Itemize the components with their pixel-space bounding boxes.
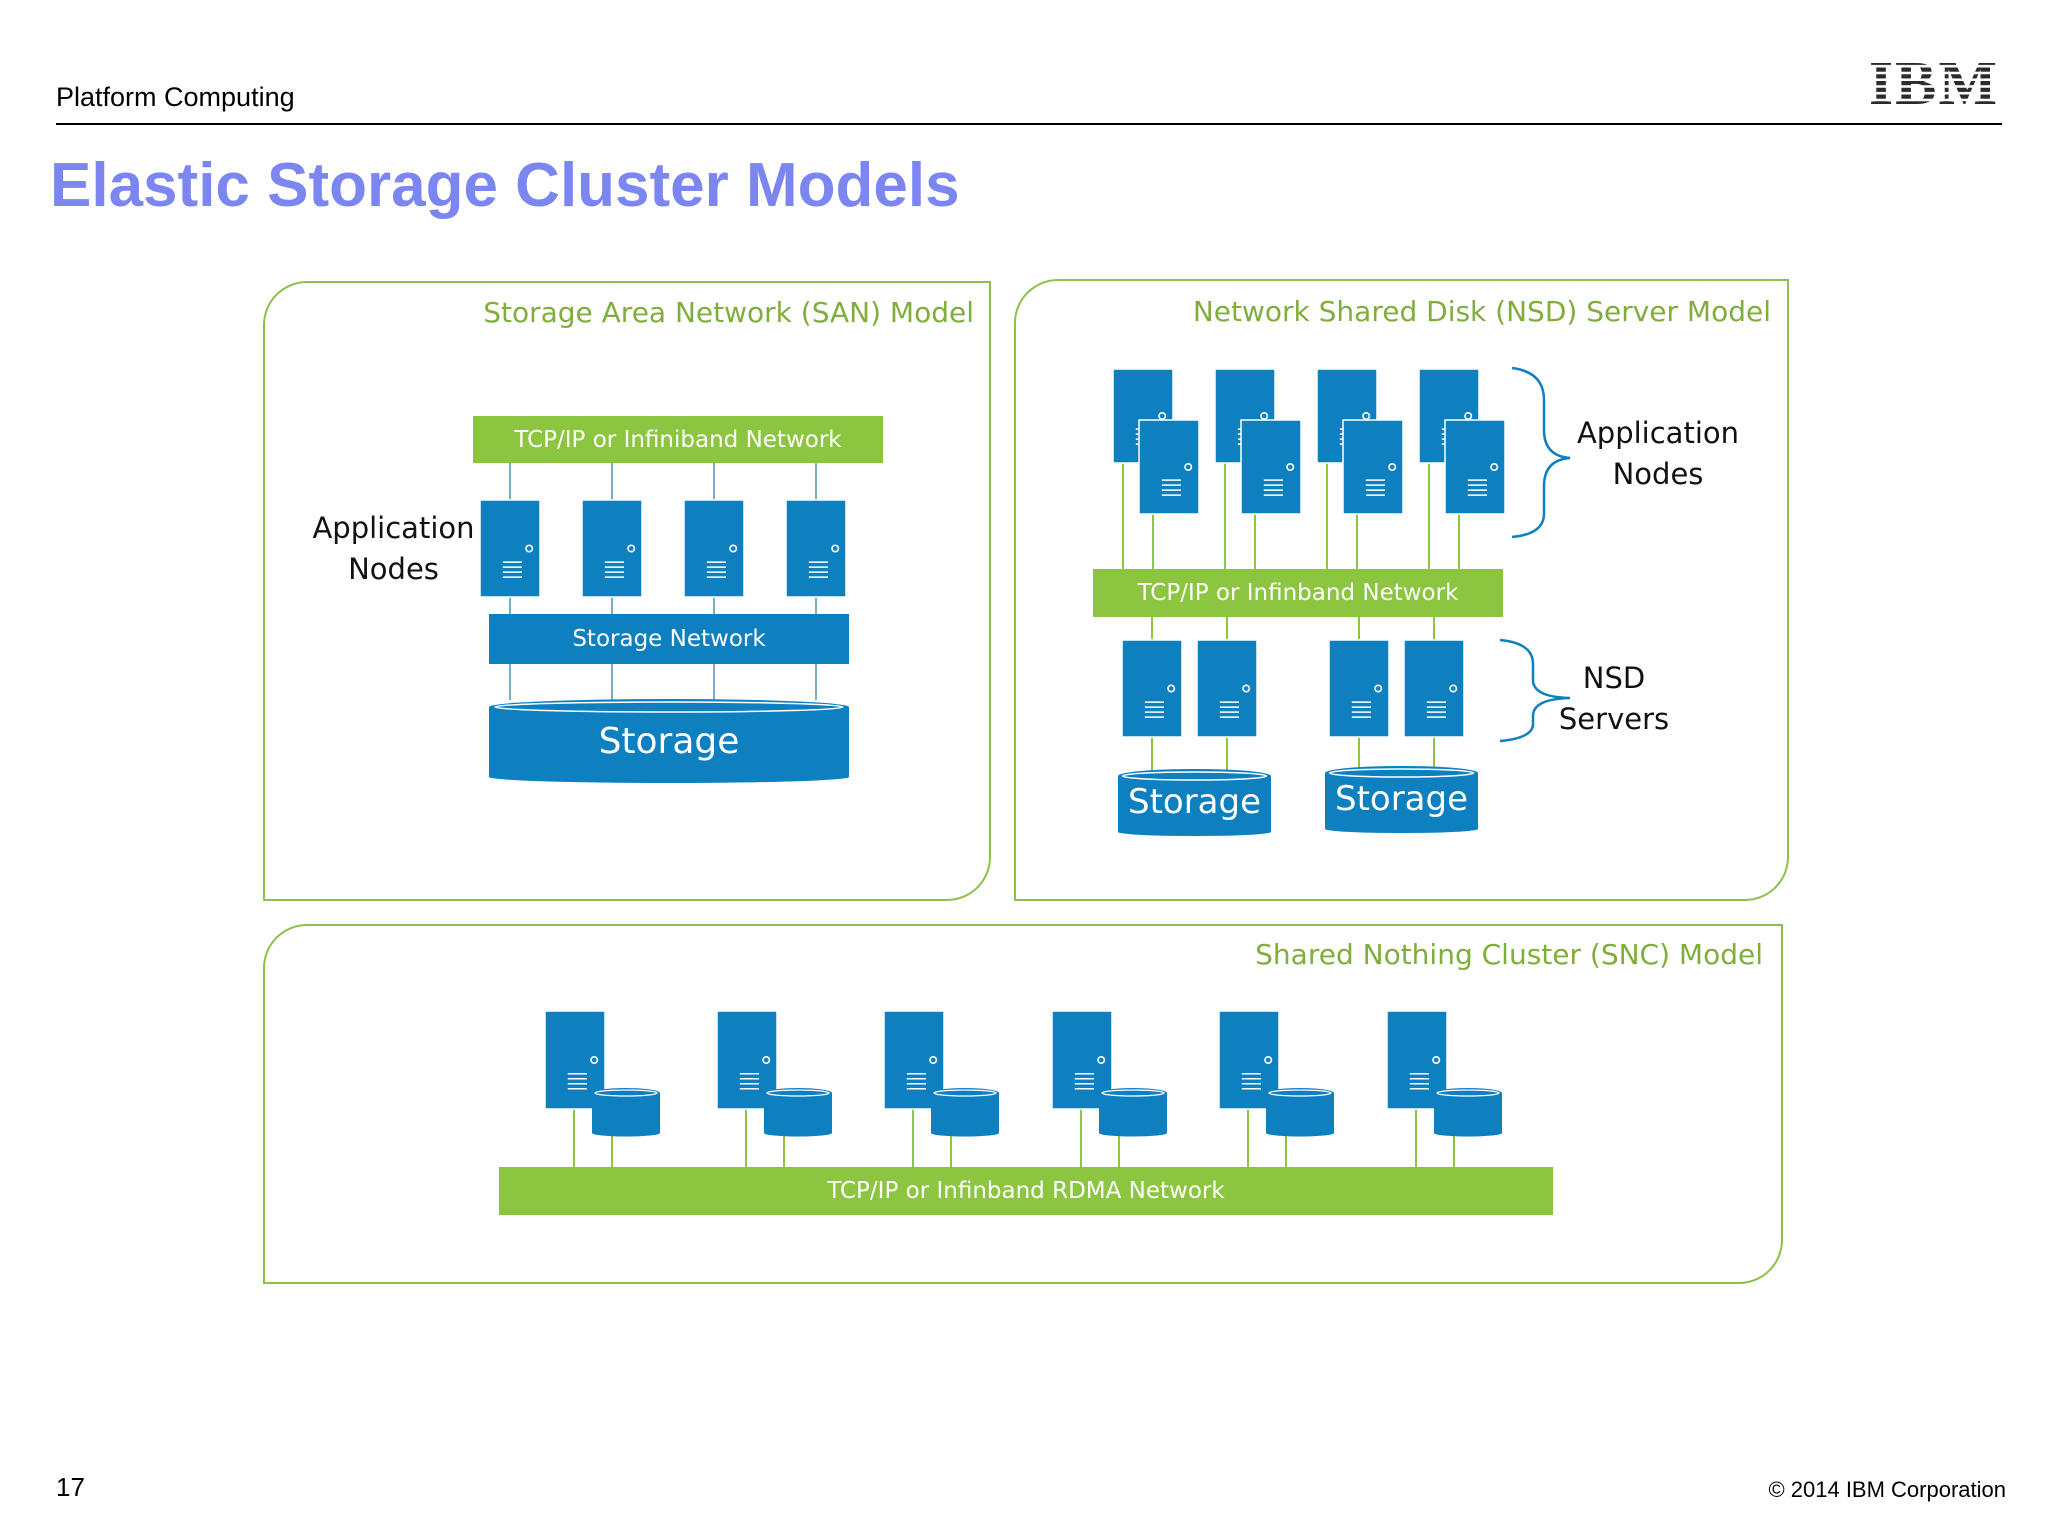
snc-disk-icon bbox=[931, 1088, 999, 1137]
san-server-icon bbox=[581, 499, 643, 598]
san-panel bbox=[263, 281, 991, 901]
san-panel-title: Storage Area Network (SAN) Model bbox=[483, 296, 974, 329]
nsd-nodes-label: Application Nodes bbox=[1576, 416, 1740, 491]
san-server-icon bbox=[683, 499, 745, 598]
san-application-nodes bbox=[479, 499, 847, 598]
nsd-panel-title: Network Shared Disk (NSD) Server Model bbox=[1192, 295, 1771, 328]
nsd-app-bracket bbox=[1511, 366, 1571, 539]
section-label: Platform Computing bbox=[56, 82, 295, 112]
snc-connectors bbox=[573, 1108, 1455, 1167]
nsd-connectors bbox=[1122, 462, 1460, 770]
snc-disk-icon bbox=[1434, 1088, 1502, 1137]
nsd-app-server-front-icon bbox=[1240, 419, 1302, 515]
nsd-server-icon bbox=[1328, 639, 1390, 738]
nsd-server-nodes bbox=[1121, 639, 1465, 738]
snc-disk-icon bbox=[764, 1088, 832, 1137]
page-title: Elastic Storage Cluster Models bbox=[50, 151, 960, 220]
nsd-server-icon bbox=[1196, 639, 1258, 738]
snc-disk-icon bbox=[592, 1088, 660, 1137]
san-nodes-label: Application Nodes bbox=[312, 511, 475, 586]
san-server-icon bbox=[479, 499, 541, 598]
nsd-server-icon bbox=[1403, 639, 1465, 738]
nsd-storage-right: Storage bbox=[1325, 765, 1478, 833]
ibm-logo: IBM bbox=[1869, 54, 1999, 108]
snc-panel bbox=[263, 924, 1783, 1284]
page-number: 17 bbox=[56, 1472, 85, 1502]
nsd-server-icon bbox=[1121, 639, 1183, 738]
snc-rdma-network: TCP/IP or Infinband RDMA Network bbox=[499, 1167, 1553, 1215]
san-storage-cylinder: Storage bbox=[489, 697, 849, 783]
nsd-application-nodes bbox=[1112, 368, 1506, 515]
snc-disk-icon bbox=[1266, 1088, 1334, 1137]
nsd-storage-left: Storage bbox=[1118, 768, 1271, 836]
nsd-app-server-front-icon bbox=[1342, 419, 1404, 515]
nsd-app-server-front-icon bbox=[1138, 419, 1200, 515]
nsd-server-bracket bbox=[1499, 638, 1571, 743]
san-server-icon bbox=[785, 499, 847, 598]
nsd-panel bbox=[1014, 279, 1789, 901]
nsd-storage-left-label: Storage bbox=[1127, 782, 1262, 822]
san-storage-network: Storage Network bbox=[489, 614, 849, 664]
ibm-logo-text: IBM bbox=[1869, 54, 1999, 108]
snc-disk-icon bbox=[1099, 1088, 1167, 1137]
san-tcp-network: TCP/IP or Infiniband Network bbox=[473, 416, 883, 463]
header-rule bbox=[56, 123, 2002, 125]
nsd-tcp-network: TCP/IP or Infinband Network bbox=[1093, 569, 1503, 617]
nsd-app-server-front-icon bbox=[1444, 419, 1506, 515]
snc-nodes bbox=[544, 1010, 1502, 1137]
san-connectors bbox=[509, 463, 817, 700]
copyright: © 2014 IBM Corporation bbox=[1768, 1477, 2006, 1502]
nsd-storage-right-label: Storage bbox=[1334, 779, 1469, 819]
san-storage-label: Storage bbox=[598, 721, 740, 762]
snc-panel-title: Shared Nothing Cluster (SNC) Model bbox=[1255, 938, 1763, 971]
nsd-servers-label: NSD Servers bbox=[1558, 661, 1670, 736]
